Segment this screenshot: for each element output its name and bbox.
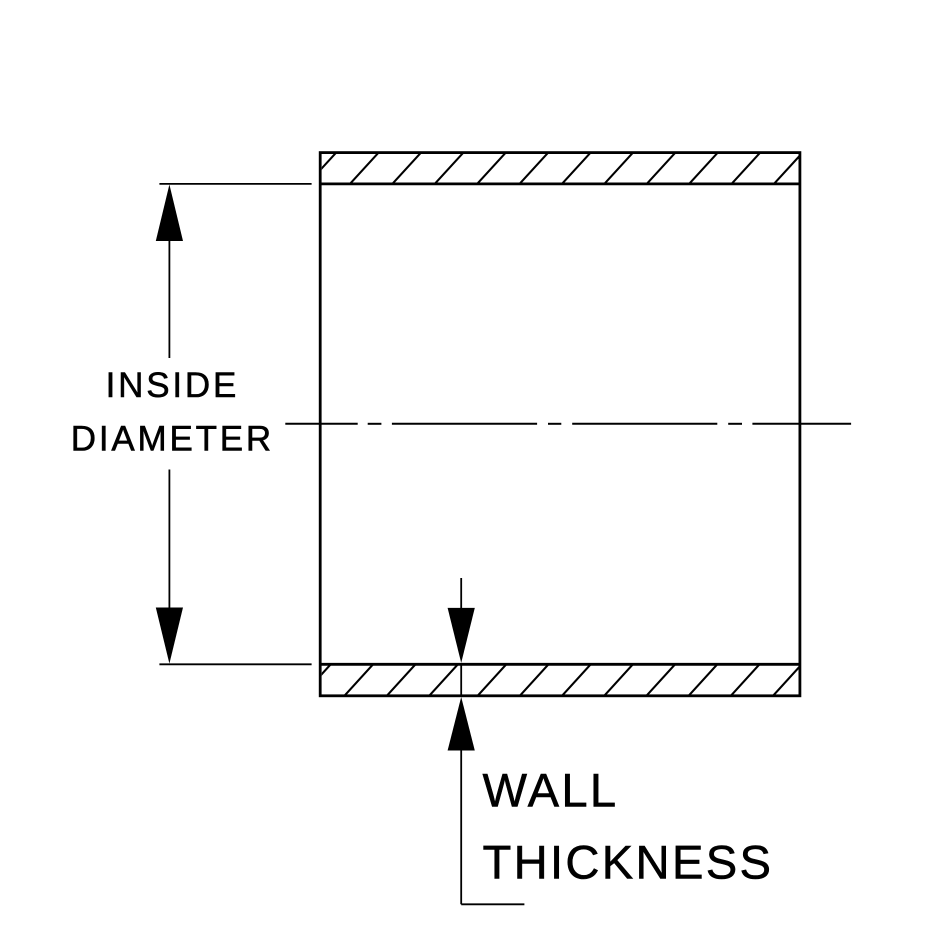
svg-text:THICKNESS: THICKNESS bbox=[483, 837, 774, 890]
svg-text:WALL: WALL bbox=[483, 765, 619, 818]
svg-text:INSIDE: INSIDE bbox=[106, 366, 240, 405]
svg-text:DIAMETER: DIAMETER bbox=[71, 419, 274, 458]
